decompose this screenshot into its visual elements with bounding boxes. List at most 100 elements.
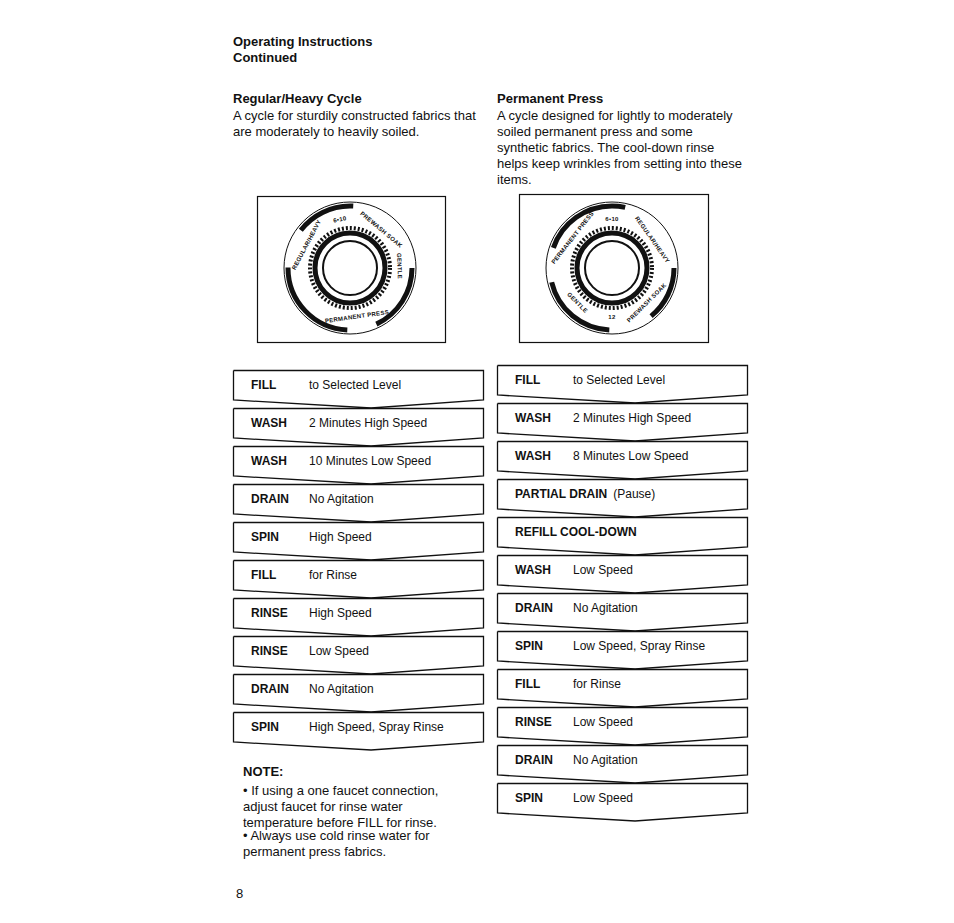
step-detail: No Agitation <box>573 753 638 767</box>
step-name: DRAIN <box>515 601 573 615</box>
step-row: SPINHigh Speed <box>233 522 484 552</box>
step-name: REFILL COOL-DOWN <box>515 525 643 539</box>
step-row: WASH10 Minutes Low Speed <box>233 446 484 476</box>
step-row: FILLfor Rinse <box>233 560 484 590</box>
right-dial <box>520 195 709 343</box>
step-outline-path <box>498 708 748 746</box>
step-detail: for Rinse <box>573 677 621 691</box>
step-name: WASH <box>251 454 309 468</box>
step-detail: High Speed <box>309 606 372 620</box>
cycle-step-box: PARTIAL DRAIN(Pause) <box>497 479 748 517</box>
step-name: WASH <box>515 563 573 577</box>
cycle-step-box: SPINHigh Speed <box>233 522 484 560</box>
step-detail: No Agitation <box>309 682 374 696</box>
step-name: RINSE <box>251 606 309 620</box>
step-row: SPINHigh Speed, Spray Rinse <box>233 712 484 742</box>
step-name: SPIN <box>515 639 573 653</box>
step-outline-path <box>498 404 748 442</box>
cycle-step-box: SPINHigh Speed, Spray Rinse <box>233 712 484 750</box>
step-row: WASH2 Minutes High Speed <box>497 403 748 433</box>
cycle-step-box: RINSELow Speed <box>233 636 484 674</box>
note-bullet: • If using a one faucet connection, adju… <box>243 783 475 831</box>
step-outline-path <box>498 518 748 556</box>
step-detail: 2 Minutes High Speed <box>309 416 427 430</box>
left-dial <box>258 197 446 343</box>
step-detail: (Pause) <box>613 487 655 501</box>
dial-marking: GENTLE <box>395 253 403 279</box>
step-detail: Low Speed <box>573 791 633 805</box>
step-detail: 2 Minutes High Speed <box>573 411 691 425</box>
step-name: RINSE <box>251 644 309 658</box>
step-row: RINSELow Speed <box>497 707 748 737</box>
cycle-step-box: FILLfor Rinse <box>233 560 484 598</box>
step-detail: 10 Minutes Low Speed <box>309 454 431 468</box>
step-detail: Low Speed <box>309 644 369 658</box>
dial-marking: 12 <box>608 314 615 321</box>
step-detail: No Agitation <box>573 601 638 615</box>
cycle-step-box: FILLto Selected Level <box>497 365 748 403</box>
step-outline-path <box>234 447 484 485</box>
cycle-description: A cycle designed for lightly to moderate… <box>497 108 742 188</box>
step-name: FILL <box>251 568 309 582</box>
step-outline-path <box>498 632 748 670</box>
cycle-step-box: FILLfor Rinse <box>497 669 748 707</box>
step-row: SPINLow Speed <box>497 783 748 813</box>
step-outline-path <box>498 746 748 784</box>
section-heading: Permanent Press <box>497 91 737 107</box>
step-name: RINSE <box>515 715 573 729</box>
step-outline-path <box>498 670 748 708</box>
cycle-step-box: DRAINNo Agitation <box>497 593 748 631</box>
step-detail: to Selected Level <box>573 373 665 387</box>
step-row: DRAINNo Agitation <box>233 674 484 704</box>
step-row: RINSELow Speed <box>233 636 484 666</box>
step-name: DRAIN <box>251 492 309 506</box>
cycle-step-box: WASH2 Minutes High Speed <box>497 403 748 441</box>
step-outline-path <box>498 556 748 594</box>
cycle-step-box: SPINLow Speed <box>497 783 748 821</box>
cycle-step-box: WASHLow Speed <box>497 555 748 593</box>
step-row: DRAINNo Agitation <box>233 484 484 514</box>
step-name: SPIN <box>515 791 573 805</box>
step-name: WASH <box>515 449 573 463</box>
step-row: DRAINNo Agitation <box>497 593 748 623</box>
step-row: FILLto Selected Level <box>497 365 748 395</box>
page-title: Operating Instructions Continued <box>233 34 403 66</box>
cycle-step-box: DRAINNo Agitation <box>233 484 484 522</box>
step-detail: No Agitation <box>309 492 374 506</box>
cycle-step-box: REFILL COOL-DOWN <box>497 517 748 555</box>
step-outline-path <box>234 637 484 675</box>
step-name: FILL <box>515 373 573 387</box>
step-outline-path <box>498 442 748 480</box>
step-outline-path <box>234 675 484 713</box>
step-outline-path <box>498 784 748 822</box>
step-detail: High Speed, Spray Rinse <box>309 720 444 734</box>
cycle-step-box: DRAINNo Agitation <box>497 745 748 783</box>
step-outline-path <box>234 561 484 599</box>
step-row: FILLfor Rinse <box>497 669 748 699</box>
cycle-description: A cycle for sturdily constructed fabrics… <box>233 108 478 140</box>
step-detail: 8 Minutes Low Speed <box>573 449 688 463</box>
step-row: WASH2 Minutes High Speed <box>233 408 484 438</box>
note-heading: NOTE: <box>243 764 363 780</box>
cycle-step-box: FILLto Selected Level <box>233 370 484 408</box>
step-detail: Low Speed, Spray Rinse <box>573 639 705 653</box>
step-detail: to Selected Level <box>309 378 401 392</box>
step-row: REFILL COOL-DOWN <box>497 517 748 547</box>
step-name: FILL <box>515 677 573 691</box>
step-row: FILLto Selected Level <box>233 370 484 400</box>
cycle-step-box: RINSELow Speed <box>497 707 748 745</box>
step-outline-path <box>234 599 484 637</box>
page-number: 8 <box>236 886 266 902</box>
step-outline-path <box>498 366 748 404</box>
cycle-step-box: WASH8 Minutes Low Speed <box>497 441 748 479</box>
cycle-step-box: WASH2 Minutes High Speed <box>233 408 484 446</box>
step-name: DRAIN <box>251 682 309 696</box>
step-name: DRAIN <box>515 753 573 767</box>
step-detail: High Speed <box>309 530 372 544</box>
dial-marking: 6•10 <box>605 216 618 223</box>
cycle-step-box: RINSEHigh Speed <box>233 598 484 636</box>
step-name: SPIN <box>251 720 309 734</box>
step-row: WASHLow Speed <box>497 555 748 585</box>
step-outline-path <box>498 594 748 632</box>
